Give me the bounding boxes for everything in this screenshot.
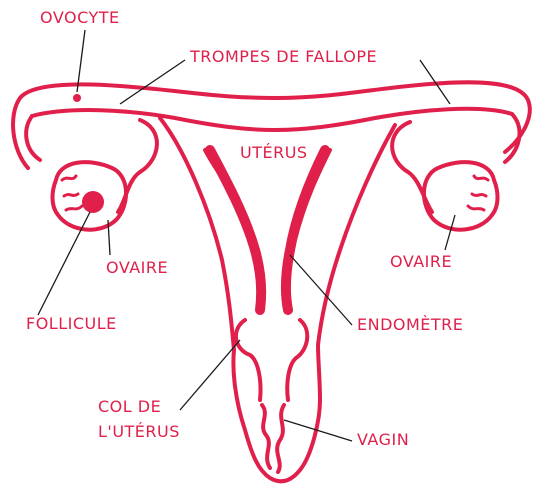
endometrium-right: [286, 150, 325, 310]
left-ovary-fimbriae: [62, 176, 82, 210]
follicle: [82, 191, 104, 213]
cervix-inner: [236, 320, 307, 400]
leader-ovaire-right: [445, 215, 455, 250]
label-ovaire-right: OVAIRE: [390, 252, 452, 272]
endometrium-left: [210, 150, 261, 310]
leader-follicule: [38, 212, 90, 315]
label-ovocyte: OVOCYTE: [40, 8, 120, 28]
fallopian-tube-inner: [32, 109, 512, 130]
label-follicule: FOLLICULE: [26, 314, 117, 334]
right-ovary-fimbriae: [468, 176, 488, 210]
leader-col: [180, 340, 240, 410]
label-col-line1: COL DE: [98, 397, 161, 417]
uterus-body: [160, 118, 395, 481]
label-col-line2: L'UTÉRUS: [98, 422, 180, 442]
label-ovaire-left: OVAIRE: [106, 258, 168, 278]
leader-trompes-left: [120, 60, 185, 104]
label-vagin: VAGIN: [357, 430, 409, 450]
label-trompes-de-fallope: TROMPES DE FALLOPE: [190, 47, 377, 67]
label-uterus: UTÉRUS: [240, 143, 308, 163]
label-endometre: ENDOMÈTRE: [357, 315, 463, 335]
ovocyte-dot: [73, 94, 81, 102]
vaginal-canal: [262, 405, 284, 472]
